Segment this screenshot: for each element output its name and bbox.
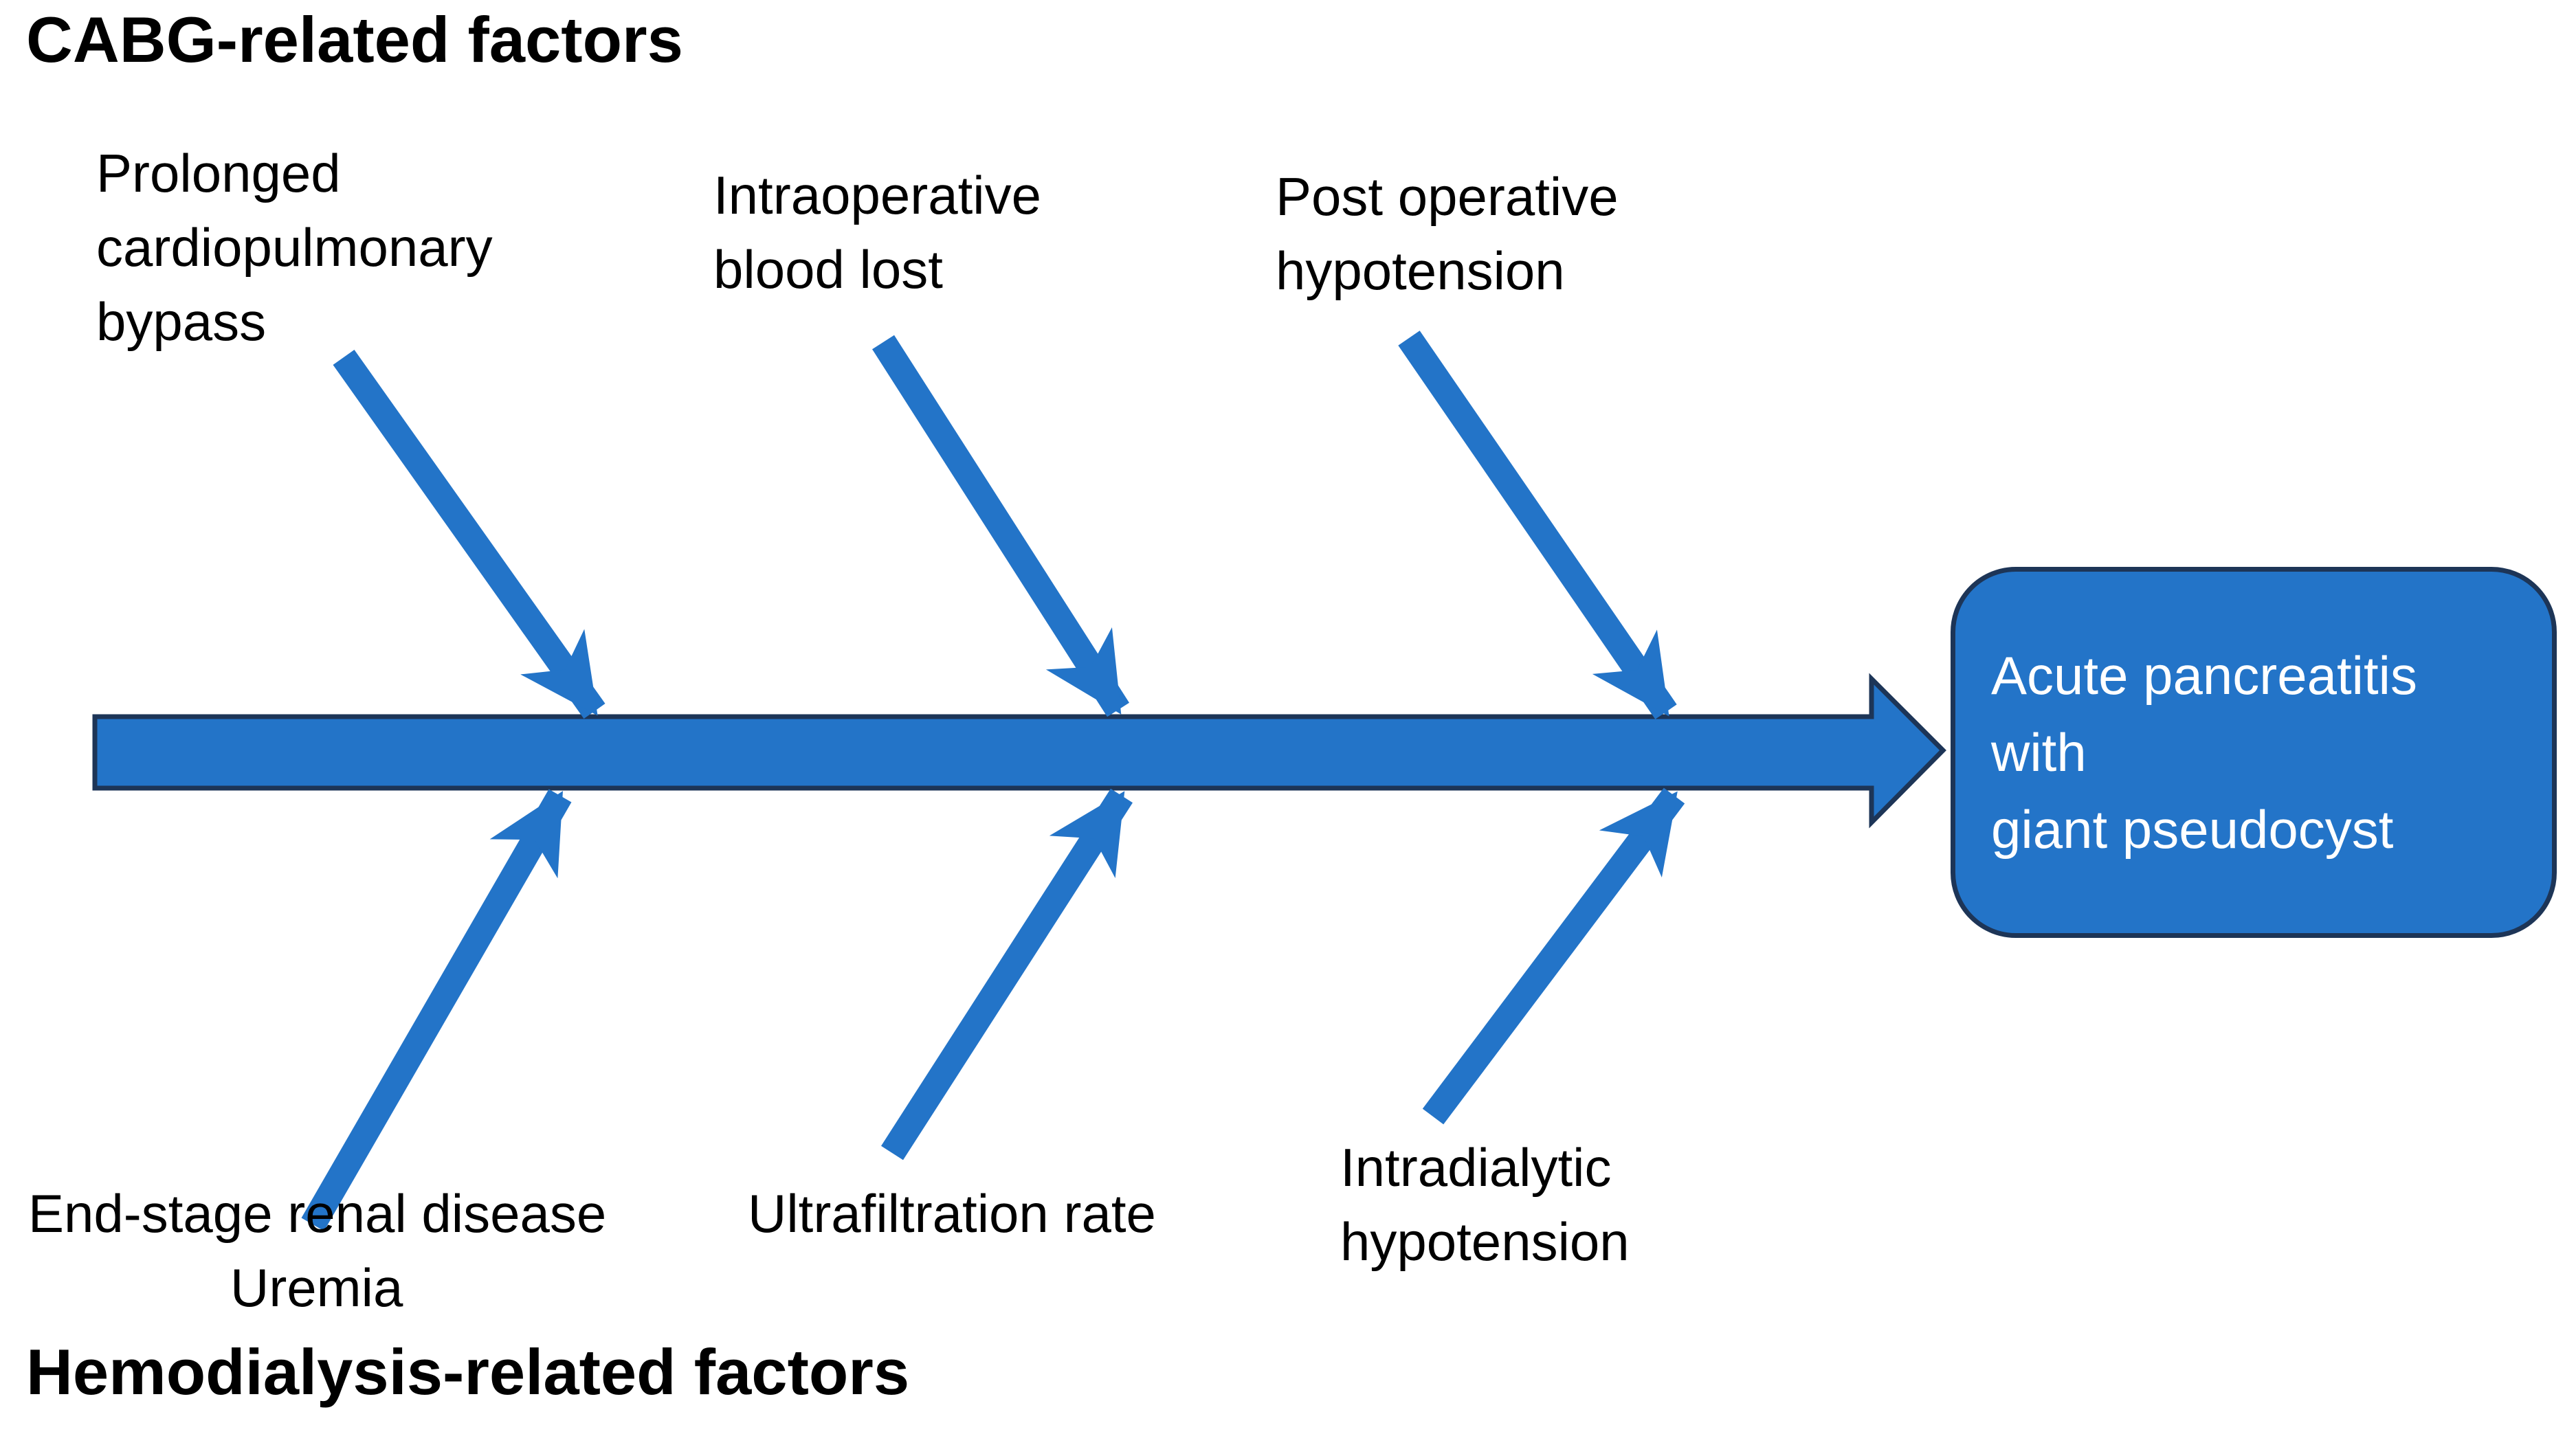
factor-label-intradialytic-hypotension: Intradialytic hypotension [1340,1130,1630,1279]
cabg-section-heading: CABG-related factors [26,3,683,76]
factor-line: bypass [96,291,267,352]
factor-label-intraoperative-blood-lost: Intraoperative blood lost [713,158,1041,306]
main-spine-arrow [92,673,1946,829]
factor-line: Prolonged [96,143,341,203]
outcome-line: giant pseudocyst [1991,799,2394,860]
factor-line: cardiopulmonary [96,217,493,278]
factor-label-ultrafiltration-rate: Ultrafiltration rate [748,1176,1156,1251]
factor-line: hypotension [1276,240,1565,301]
causal-arrow-end-stage-renal-disease-uremia [301,789,572,1231]
hemodialysis-section-heading: Hemodialysis-related factors [26,1336,910,1408]
outcome-box: Acute pancreatitis with giant pseudocyst [1951,567,2557,938]
factor-line: Post operative [1276,166,1619,227]
factor-line: End-stage renal disease [28,1183,607,1244]
causal-arrow-intraoperative-blood-lost [871,335,1130,717]
factor-line: Intraoperative [713,165,1041,225]
factor-line: hypotension [1340,1211,1630,1272]
outcome-line: with [1991,722,2087,783]
outcome-line: Acute pancreatitis [1991,645,2418,706]
factor-label-end-stage-renal-disease-uremia: End-stage renal disease Uremia [28,1176,606,1325]
factor-line: Intradialytic [1340,1137,1612,1198]
factor-label-post-operative-hypotension: Post operative hypotension [1276,159,1619,308]
factor-label-prolonged-cardiopulmonary-bypass: Prolonged cardiopulmonary bypass [96,136,493,359]
causal-arrow-intradialytic-hypotension [1422,787,1685,1125]
factor-line: blood lost [713,239,943,300]
factor-line: Uremia [230,1257,403,1318]
causal-arrow-prolonged-cardiopulmonary-bypass [333,350,606,719]
causal-arrow-post-operative-hypotension [1398,331,1677,719]
factor-line: Ultrafiltration rate [748,1183,1156,1244]
causal-arrow-ultrafiltration-rate [881,788,1133,1161]
